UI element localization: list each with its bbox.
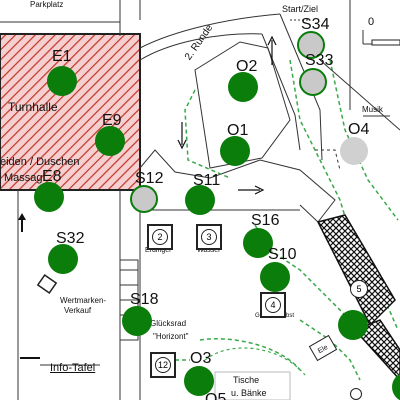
info-tafel-label: Info-Tafel — [50, 362, 96, 374]
station-E1-label: E1 — [52, 48, 72, 65]
station-E9[interactable] — [95, 126, 125, 156]
verkauf-label: Verkauf — [64, 306, 92, 315]
station-unlabeled-right[interactable] — [338, 310, 368, 340]
station-E9-label: E9 — [102, 112, 122, 129]
station-S10-label: S10 — [268, 246, 297, 263]
building-sub2-label: Massag — [4, 172, 43, 184]
marker-4: 4 — [260, 292, 286, 318]
station-S16-label: S16 — [251, 212, 280, 229]
marker-12-num: 12 — [155, 357, 171, 373]
station-S12[interactable] — [130, 185, 158, 213]
marker-2: 2 — [147, 224, 173, 250]
marker-5: 5 — [350, 280, 368, 298]
erdinger-label: Erdinger — [145, 247, 172, 254]
station-S10[interactable] — [260, 262, 290, 292]
turnhalle-building — [0, 33, 141, 191]
station-S34[interactable] — [297, 31, 325, 59]
gluecksrad-label: Glücksrad — [150, 319, 187, 328]
station-S18-label: S18 — [130, 291, 159, 308]
station-O3[interactable] — [184, 366, 214, 396]
start-ziel-label: Start/Ziel — [282, 4, 319, 14]
station-E8[interactable] — [34, 182, 64, 212]
marker-3: 3 — [196, 224, 222, 250]
station-S16[interactable] — [243, 228, 273, 258]
station-S33[interactable] — [299, 68, 327, 96]
station-O2[interactable] — [228, 72, 258, 102]
station-O3-label: O3 — [190, 350, 212, 367]
station-O4-label: O4 — [348, 121, 370, 138]
station-O5-label: O5 — [205, 391, 227, 400]
marker-12: 12 — [150, 352, 176, 378]
station-E1[interactable] — [47, 66, 77, 96]
station-E8-label: E8 — [42, 168, 62, 185]
baenke-label: u. Bänke — [231, 388, 267, 398]
marker-2-num: 2 — [152, 229, 168, 245]
station-S12-label: S12 — [135, 170, 164, 187]
wertmarken-label: Wertmarken- — [60, 296, 107, 305]
station-O1[interactable] — [220, 136, 250, 166]
wasser-label: Wasser — [197, 247, 221, 254]
marker-4-num: 4 — [265, 297, 281, 313]
scale-zero-label: 0 — [368, 16, 375, 28]
zelt-area — [316, 214, 396, 327]
station-S11[interactable] — [185, 185, 215, 215]
marker-3-num: 3 — [201, 229, 217, 245]
station-O2-label: O2 — [236, 58, 258, 75]
music-label: Musik — [362, 105, 383, 114]
building-sub-label: eiden / Duschen — [0, 156, 80, 168]
station-S32[interactable] — [48, 244, 78, 274]
small-circle-marker — [350, 388, 362, 400]
station-S18[interactable] — [122, 306, 152, 336]
station-S32-label: S32 — [56, 230, 85, 247]
station-O4[interactable] — [340, 137, 368, 165]
station-S11-label: S11 — [193, 172, 221, 189]
tische-label: Tische — [233, 375, 260, 385]
station-O1-label: O1 — [227, 122, 249, 139]
horizont-label: "Horizont" — [153, 332, 189, 341]
parkplatz-label: Parkplatz — [30, 0, 64, 9]
station-S33-label: S33 — [305, 52, 334, 69]
station-edge-right[interactable] — [392, 372, 400, 400]
station-S34-label: S34 — [301, 16, 330, 33]
building-name-label: Turnhalle — [8, 100, 58, 114]
